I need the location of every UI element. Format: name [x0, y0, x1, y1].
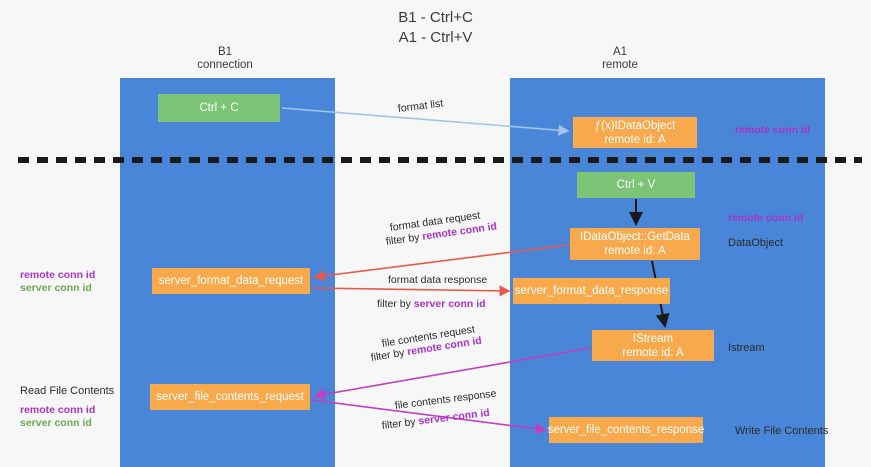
box-istream[interactable]: IStream remote id: A	[592, 330, 714, 361]
box-server-file-contents-response-label: server_file_contents_response	[547, 424, 705, 436]
annotation-remote-conn-id-mid: remote conn id	[728, 212, 804, 224]
column-header-a1-name: A1	[612, 46, 628, 58]
box-ctrl-c-label: Ctrl + C	[199, 102, 239, 114]
column-header-b1: B1 connection	[150, 46, 300, 72]
column-header-a1-sub: remote	[602, 59, 638, 71]
filter-prefix: filter by	[369, 346, 409, 364]
box-server-format-data-response[interactable]: server_format_data_response	[513, 278, 670, 304]
annotation-left-remote-conn-id-mid: remote conn id	[20, 269, 96, 281]
box-server-file-contents-request-label: server_file_contents_request	[156, 391, 304, 403]
annotation-write-file-contents: Write File Contents	[735, 425, 829, 437]
annotation-left-server-conn-id-mid: server conn id	[20, 282, 92, 294]
title-line-1: B1 - Ctrl+C	[398, 9, 473, 26]
box-idataobject-top[interactable]: ƒ(x)IDataObject remote id: A	[573, 117, 697, 148]
title-line-2: A1 - Ctrl+V	[398, 29, 473, 46]
box-idataobject-top-line2: remote id: A	[604, 133, 666, 146]
page-title: B1 - Ctrl+C A1 - Ctrl+V	[0, 8, 871, 48]
box-server-file-contents-request[interactable]: server_file_contents_request	[150, 384, 310, 410]
edge-label-format-data-response-filter: filter by server conn id	[377, 298, 486, 311]
box-ctrl-c[interactable]: Ctrl + C	[158, 94, 280, 122]
box-getdata-line1: IDataObject::GetData	[580, 231, 690, 243]
edge-label-format-data-response: format data response	[388, 274, 488, 286]
box-server-format-data-request[interactable]: server_format_data_request	[152, 268, 310, 294]
column-header-b1-name: B1	[217, 46, 233, 58]
box-ctrl-v-label: Ctrl + V	[616, 179, 656, 191]
column-header-b1-sub: connection	[197, 59, 253, 71]
filter-prefix: filter by	[381, 415, 420, 432]
annotation-read-file-contents: Read File Contents	[20, 385, 115, 397]
filter-key-server-conn-id: server conn id	[413, 298, 486, 310]
box-idataobject-top-line1: ƒ(x)IDataObject	[594, 119, 676, 132]
annotation-istream: Istream	[728, 342, 765, 354]
filter-prefix: filter by	[377, 298, 414, 310]
box-getdata-line2: remote id: A	[604, 245, 666, 257]
edge-label-format-list: format list	[397, 97, 444, 115]
annotation-remote-conn-id-top: remote conn id	[735, 124, 811, 136]
annotation-left-remote-conn-id-bottom: remote conn id	[20, 404, 96, 416]
box-idataobject-getdata[interactable]: IDataObject::GetData remote id: A	[570, 228, 700, 260]
box-ctrl-v[interactable]: Ctrl + V	[577, 172, 695, 198]
box-istream-line2: remote id: A	[622, 346, 684, 359]
connector-format-data-response	[311, 285, 511, 297]
box-server-format-data-response-label: server_format_data_response	[514, 285, 669, 297]
filter-key-server-conn-id: server conn id	[417, 406, 491, 428]
box-istream-line1: IStream	[632, 332, 674, 345]
box-server-file-contents-response[interactable]: server_file_contents_response	[547, 417, 705, 443]
column-header-a1: A1 remote	[545, 46, 695, 72]
annotation-left-server-conn-id-bottom: server conn id	[20, 417, 92, 429]
box-server-format-data-request-label: server_format_data_request	[158, 275, 304, 287]
annotation-dataobject: DataObject	[728, 237, 784, 249]
